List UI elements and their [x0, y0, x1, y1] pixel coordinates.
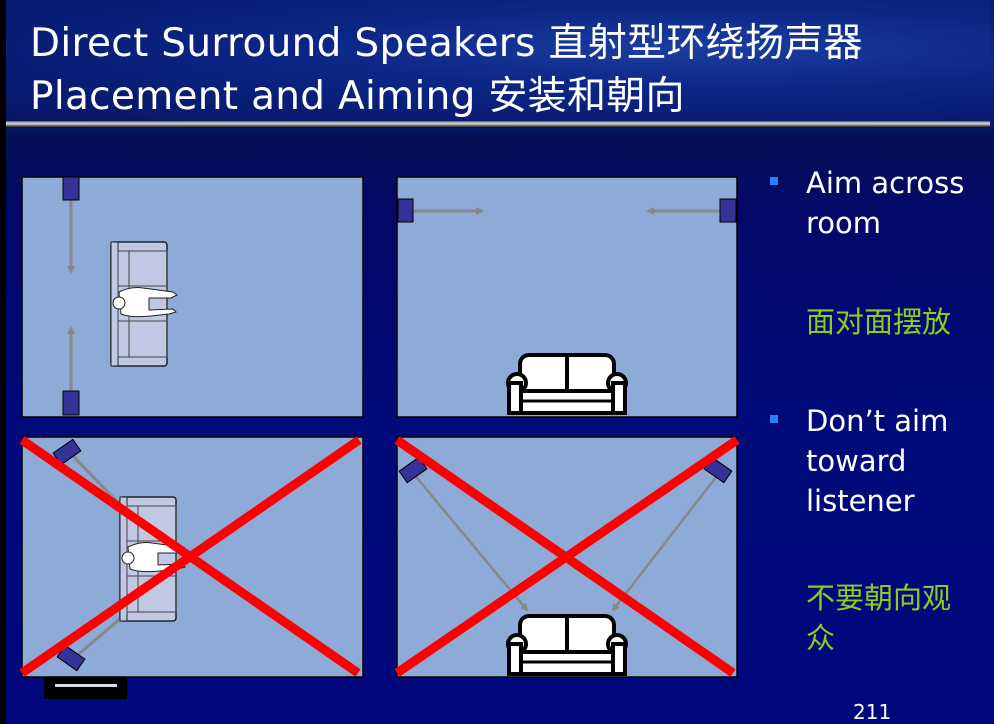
bullet-dont-aim: Don’t aim toward listener — [770, 401, 972, 521]
bullet-note-cn: 面对面摆放 — [806, 305, 952, 339]
thx-logo — [44, 677, 127, 699]
bullet-square-icon — [770, 177, 778, 185]
title-divider — [4, 121, 990, 127]
bullet-aim-across: Aim across room — [770, 163, 972, 243]
bullet-text: Don’t aim toward listener — [806, 404, 949, 518]
panel-wrong-rear — [394, 436, 740, 678]
cross-out-mark — [19, 436, 361, 677]
sofa-icon — [506, 353, 628, 415]
aim-arrow — [611, 471, 721, 612]
speaker-icon — [719, 198, 737, 223]
speaker-icon — [52, 438, 82, 466]
cross-out-mark — [394, 436, 736, 677]
bullet-square-icon — [770, 415, 778, 423]
bullet-text: Aim across room — [806, 166, 965, 240]
speaker-icon — [62, 390, 80, 416]
sofa-icon — [506, 614, 628, 676]
panel-correct-side — [21, 176, 364, 418]
panel-correct-rear — [396, 176, 738, 418]
speaker-icon — [62, 176, 80, 201]
speaker-icon — [397, 198, 414, 223]
page-number: 211 — [853, 700, 892, 724]
bullet-note-cn: 不要朝向观众 — [806, 581, 952, 655]
listener-sofa-icon — [110, 241, 178, 367]
panel-wrong-side — [19, 436, 364, 699]
title-line-1: Direct Surround Speakers 直射型环绕扬声器 — [30, 21, 863, 66]
title-line-2: Placement and Aiming 安装和朝向 — [30, 74, 685, 119]
slide-edge — [0, 0, 6, 724]
title-bar — [4, 0, 990, 122]
aim-arrow — [411, 471, 529, 612]
